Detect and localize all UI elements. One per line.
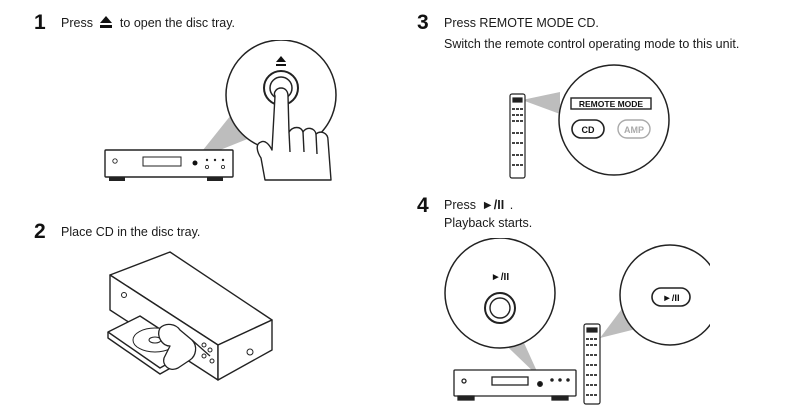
step-instruction-line-2: Switch the remote control operating mode… bbox=[444, 37, 740, 51]
step-number: 1 bbox=[34, 11, 46, 34]
play-pause-remote-button: ►/II bbox=[651, 287, 691, 307]
step-text-before: Press bbox=[444, 198, 476, 212]
amp-mode-button: AMP bbox=[617, 119, 651, 139]
step-instruction-line-2: Playback starts. bbox=[444, 216, 533, 230]
cd-mode-button: CD bbox=[571, 119, 605, 139]
step-instruction: Press to open the disc tray. bbox=[61, 14, 235, 34]
cd-player-icon bbox=[107, 251, 273, 381]
remote-control-icon bbox=[583, 323, 601, 405]
hand-icon bbox=[256, 87, 332, 181]
cd-player-icon bbox=[453, 369, 577, 401]
step-3-illustration: REMOTE MODE CD AMP bbox=[509, 64, 670, 179]
eject-icon bbox=[99, 15, 113, 34]
step-number: 2 bbox=[34, 220, 46, 243]
step-number: 4 bbox=[417, 194, 429, 217]
play-pause-button-callout bbox=[484, 292, 516, 324]
step-instruction-line-1: Press REMOTE MODE CD. bbox=[444, 16, 599, 30]
play-pause-callout-label: ►/II bbox=[491, 272, 509, 283]
step-text-before: Press bbox=[61, 16, 93, 30]
step-instruction: Place CD in the disc tray. bbox=[61, 225, 201, 239]
play-pause-glyph: ►/II bbox=[481, 198, 505, 212]
cd-player-icon bbox=[104, 149, 234, 181]
step-2-illustration bbox=[107, 251, 273, 381]
play-pause-button-label: ►/II bbox=[662, 293, 679, 304]
remote-control-icon bbox=[509, 93, 526, 179]
remote-mode-label: REMOTE MODE bbox=[579, 99, 644, 109]
amp-mode-label: AMP bbox=[624, 125, 644, 135]
step-number: 3 bbox=[417, 11, 429, 34]
step-text-after: to open the disc tray. bbox=[119, 16, 236, 30]
cd-mode-label: CD bbox=[582, 125, 595, 135]
step-instruction-line-1: Press ►/II . bbox=[444, 196, 513, 214]
step-1-illustration bbox=[104, 40, 337, 181]
step-text-after: . bbox=[509, 198, 514, 212]
step-4-illustration: ►/II ►/II bbox=[444, 238, 710, 405]
hand-icon bbox=[158, 323, 211, 370]
